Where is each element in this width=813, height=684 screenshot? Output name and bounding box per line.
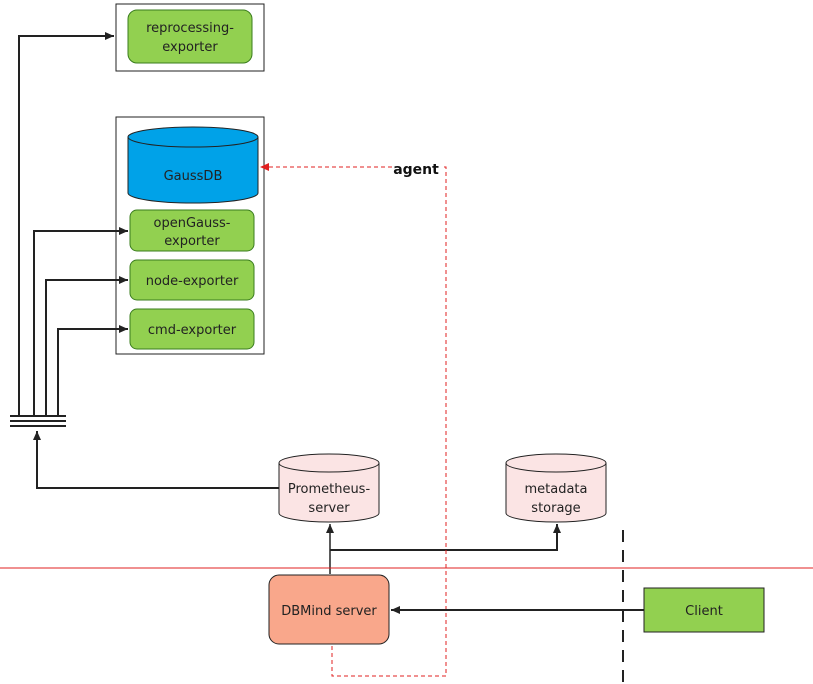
- reprocessing-exporter-node: reprocessing- exporter: [127, 9, 253, 64]
- reprocessing-exporter-label-line1: reprocessing-: [146, 21, 234, 36]
- dbmind-server-node: DBMind server: [268, 574, 390, 645]
- prometheus-server-node: Prometheus- server: [278, 453, 380, 523]
- opengauss-exporter-label-line1: openGauss-: [154, 216, 231, 231]
- prometheus-server-label-line1: Prometheus-: [288, 482, 371, 497]
- metadata-storage-node: metadata storage: [505, 453, 607, 523]
- opengauss-exporter-label-line2: exporter: [164, 234, 220, 249]
- bus-to-exporters-edges: [18, 32, 128, 416]
- gaussdb-label: GaussDB: [164, 169, 223, 184]
- prometheus-server-label-line2: server: [308, 501, 350, 516]
- edge-prometheus-to-bus: [33, 431, 279, 489]
- metadata-storage-label-line1: metadata: [524, 482, 587, 497]
- cmd-exporter-label: cmd-exporter: [148, 323, 237, 338]
- edge-bus-to-node-exporter: [45, 276, 128, 416]
- agent-label-background: [392, 158, 442, 178]
- client-label: Client: [685, 604, 723, 619]
- client-node: Client: [643, 587, 765, 633]
- gaussdb-database-node: GaussDB: [127, 126, 259, 204]
- node-exporter-label: node-exporter: [146, 274, 239, 289]
- edge-dbmind-agent-to-gaussdb: [260, 163, 447, 677]
- metadata-storage-label-line2: storage: [531, 501, 580, 516]
- agent-label: agent: [393, 162, 439, 178]
- node-exporter-node: node-exporter: [129, 259, 255, 301]
- edge-bus-to-opengauss-exporter: [33, 227, 128, 416]
- exporter-bus-connector: [10, 415, 66, 427]
- reprocessing-exporter-label-line2: exporter: [162, 40, 218, 55]
- edge-dbmind-to-metadata-storage: [330, 524, 561, 551]
- dbmind-server-label: DBMind server: [281, 604, 377, 619]
- opengauss-exporter-node: openGauss- exporter: [129, 209, 255, 252]
- edge-bus-to-reprocessing-exporter: [18, 32, 114, 416]
- edge-bus-to-cmd-exporter: [57, 325, 128, 416]
- cmd-exporter-node: cmd-exporter: [129, 308, 255, 350]
